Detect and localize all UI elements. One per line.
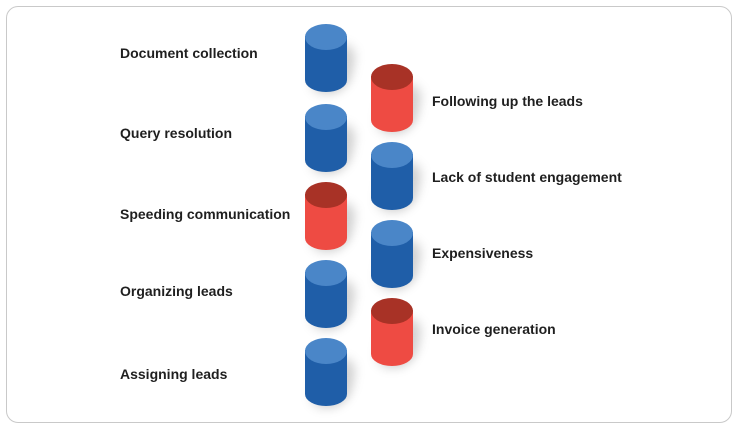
cylinder-following-up-leads xyxy=(371,64,425,134)
left-label-query-resolution: Query resolution xyxy=(120,125,233,141)
cylinder-expensiveness xyxy=(371,220,425,290)
right-label-following-up-leads: Following up the leads xyxy=(432,93,583,109)
cylinder-speeding-communication xyxy=(305,182,359,252)
cylinder-assigning-leads xyxy=(305,338,359,408)
diagram-frame xyxy=(6,6,732,423)
cylinder-lack-of-student-engagement xyxy=(371,142,425,212)
left-label-speeding-communication: Speeding communication xyxy=(120,206,291,222)
left-label-assigning-leads: Assigning leads xyxy=(120,366,228,382)
cylinder-query-resolution xyxy=(305,104,359,174)
left-label-document-collection: Document collection xyxy=(120,45,258,61)
cylinder-invoice-generation xyxy=(371,298,425,368)
cylinder-organizing-leads xyxy=(305,260,359,330)
right-label-invoice-generation: Invoice generation xyxy=(432,321,556,337)
left-label-organizing-leads: Organizing leads xyxy=(120,283,233,299)
right-label-expensiveness: Expensiveness xyxy=(432,245,534,261)
right-label-lack-of-student-engagement: Lack of student engagement xyxy=(432,169,622,185)
cylinder-document-collection xyxy=(305,24,359,94)
